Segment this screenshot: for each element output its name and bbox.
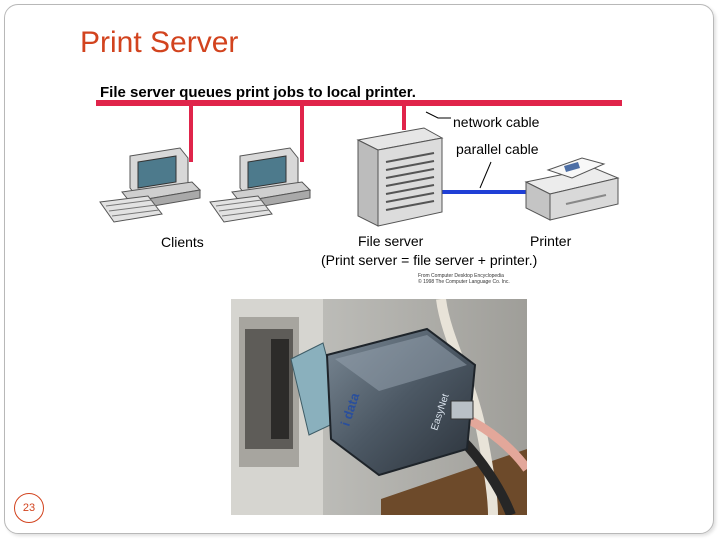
print-server-diagram: File server queues print jobs to local p… <box>96 78 624 270</box>
page-number-badge: 23 <box>14 493 44 523</box>
network-drop-server <box>402 104 406 130</box>
clients-label: Clients <box>161 234 204 250</box>
copyright-note: From Computer Desktop Encyclopedia © 199… <box>418 273 548 285</box>
slide-title: Print Server <box>80 26 239 59</box>
parallel-cable-pointer <box>479 161 492 189</box>
network-cable-line <box>96 100 622 106</box>
network-drop-client-1 <box>189 104 193 162</box>
network-cable-pink <box>465 414 527 472</box>
file-server-icon <box>356 127 444 227</box>
equation-label: (Print server = file server + printer.) <box>321 252 537 268</box>
slide-frame <box>4 4 714 534</box>
diagram-heading: File server queues print jobs to local p… <box>100 84 416 101</box>
parallel-cable-line <box>442 190 530 194</box>
file-server-label: File server <box>358 233 424 249</box>
client-computer-icon <box>209 147 312 223</box>
network-drop-client-2 <box>300 104 304 162</box>
print-server-photo: i data EasyNet <box>231 299 527 515</box>
copyright-line: From Computer Desktop Encyclopedia <box>418 273 504 279</box>
network-cable-label: network cable <box>453 114 540 130</box>
network-cable-pointer <box>425 111 451 119</box>
printer-label: Printer <box>530 233 572 249</box>
parallel-cable-label: parallel cable <box>456 141 539 157</box>
client-computer-icon <box>99 147 202 223</box>
printer-icon <box>524 157 620 221</box>
copyright-line: © 1998 The Computer Language Co. Inc. <box>418 279 510 285</box>
